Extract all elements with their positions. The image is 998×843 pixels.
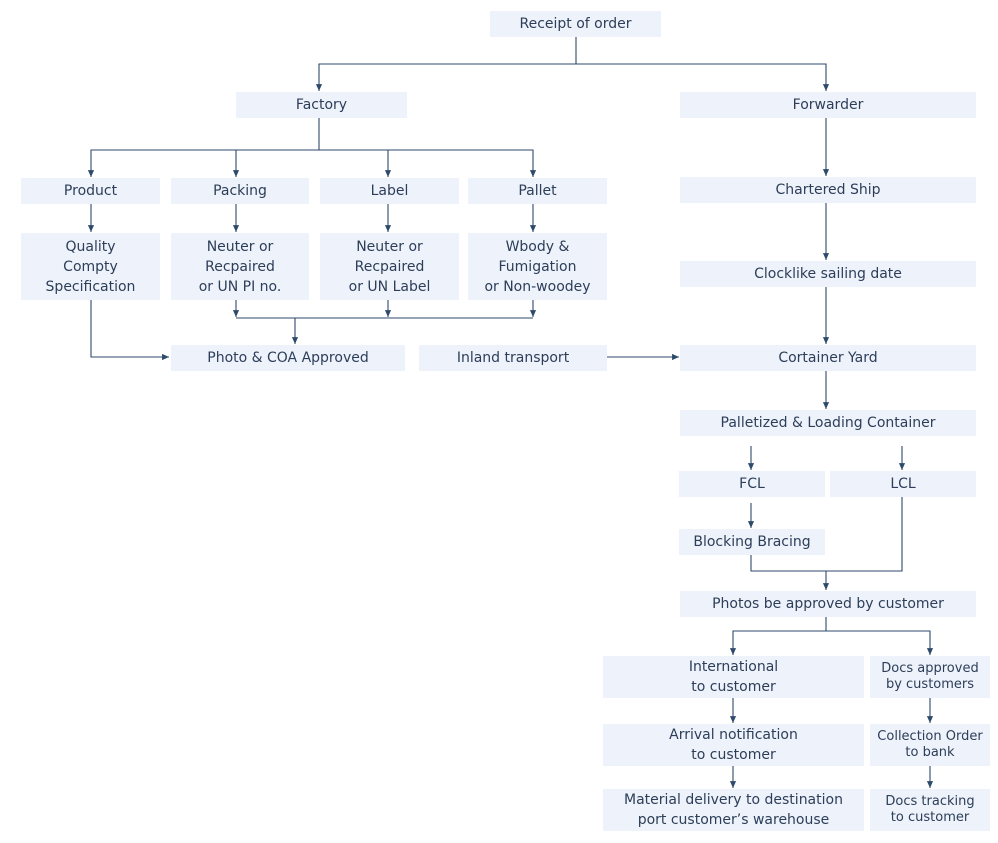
node-receipt-of-order: Receipt of order [490,11,661,37]
node-neuter-un-pi: Neuter or Recpaired or UN PI no. [171,233,309,300]
node-palletized-loading-container: Palletized & Loading Container [680,410,976,436]
edge-receipt-branch [315,37,577,91]
node-fcl: FCL [679,471,825,497]
node-quality-specification: Quality Compty Specification [21,233,160,300]
connector-lines [87,37,934,788]
node-chartered-ship: Chartered Ship [680,177,976,203]
node-material-delivery: Material delivery to destination port cu… [603,789,864,831]
edge-factory-pallet [319,149,537,177]
node-neuter-un-label: Neuter or Recpaired or UN Label [320,233,459,300]
node-container-yard: Cortainer Yard [680,345,976,371]
node-photos-approved-by-customer: Photos be approved by customer [680,591,976,617]
node-forwarder: Forwarder [680,92,976,118]
node-arrival-notification: Arrival notification to customer [603,724,864,766]
node-packing: Packing [171,178,309,204]
node-international-to-customer: International to customer [603,656,864,698]
node-wbody-fumigation: Wbody & Fumigation or Non-woodey [468,233,607,300]
node-collection-order: Collection Order to bank [870,724,990,766]
edge-quality-photo [90,300,169,361]
edge-factory-product [87,118,320,177]
node-docs-tracking: Docs tracking to customer [870,789,990,831]
edge-receipt-forwarder [576,63,830,91]
node-pallet: Pallet [468,178,607,204]
node-product: Product [21,178,160,204]
node-inland-transport: Inland transport [419,345,607,371]
node-clocklike-sailing-date: Clocklike sailing date [680,261,976,287]
edge-photos-branch [729,617,827,655]
node-lcl: LCL [830,471,976,497]
edge-photos-docs [826,630,934,655]
node-factory: Factory [236,92,407,118]
node-blocking-bracing: Blocking Bracing [679,529,825,555]
node-photo-coa-approved: Photo & COA Approved [171,345,405,371]
node-label: Label [320,178,459,204]
node-docs-approved: Docs approved by customers [870,656,990,698]
